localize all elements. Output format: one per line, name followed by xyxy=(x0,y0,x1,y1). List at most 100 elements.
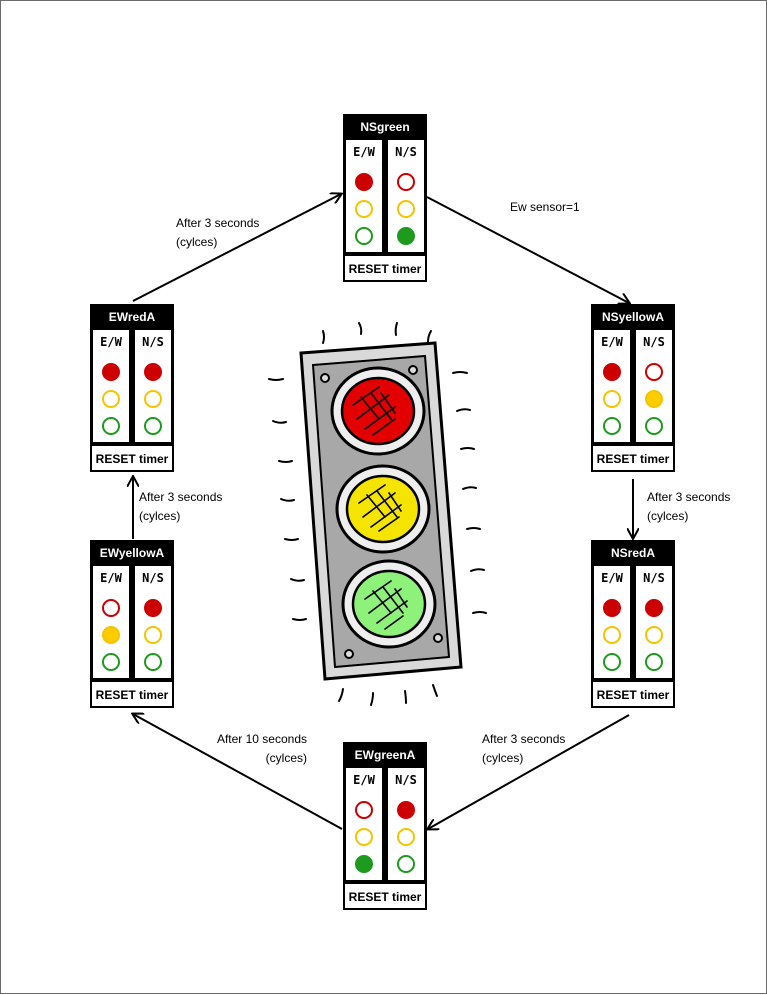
state-ewgreena: EWgreenA E/W N/S RESET timer xyxy=(343,742,427,910)
state-nsreda: NSredA E/W N/S RESET timer xyxy=(591,540,675,708)
ns-lamp-column: N/S xyxy=(388,768,424,880)
green-light xyxy=(645,417,663,435)
red-light xyxy=(102,599,120,617)
transition-condition: After 3 seconds xyxy=(482,732,566,746)
red-light xyxy=(355,173,373,191)
ew-label: E/W xyxy=(601,335,623,349)
ns-lamp-column: N/S xyxy=(135,566,171,678)
arrow-ewreda-to-nsgreen xyxy=(132,194,341,302)
green-light xyxy=(144,653,162,671)
arrow-nsgreen-to-nsyellowa xyxy=(426,196,629,303)
red-light xyxy=(144,363,162,381)
reset-timer-label: RESET timer xyxy=(90,446,174,472)
reset-timer-label: RESET timer xyxy=(90,682,174,708)
green-light xyxy=(603,653,621,671)
ns-label: N/S xyxy=(395,773,417,787)
state-title: EWgreenA xyxy=(354,748,416,762)
label-nsgreen-to-nsyellowa: Ew sensor=1 xyxy=(510,198,580,217)
ns-label: N/S xyxy=(643,335,665,349)
green-light xyxy=(645,653,663,671)
yellow-light xyxy=(144,390,162,408)
yellow-light xyxy=(102,626,120,644)
green-light xyxy=(355,855,373,873)
green-light xyxy=(102,653,120,671)
state-title: NSredA xyxy=(610,546,655,560)
red-light xyxy=(144,599,162,617)
green-light xyxy=(355,227,373,245)
traffic-light-illustration xyxy=(268,322,487,706)
ew-label: E/W xyxy=(100,335,122,349)
red-light xyxy=(397,801,415,819)
ew-label: E/W xyxy=(353,145,375,159)
ew-lamp-column: E/W xyxy=(93,566,129,678)
ns-lamp-column: N/S xyxy=(636,330,672,442)
ew-label: E/W xyxy=(100,571,122,585)
red-light xyxy=(397,173,415,191)
ew-lamp-column: E/W xyxy=(346,140,382,252)
yellow-light xyxy=(645,390,663,408)
ew-label: E/W xyxy=(601,571,623,585)
state-title: EWyellowA xyxy=(99,546,165,560)
transition-condition: After 10 seconds xyxy=(216,732,307,746)
state-title: EWredA xyxy=(108,310,156,324)
yellow-light xyxy=(603,390,621,408)
ns-label: N/S xyxy=(395,145,417,159)
state-nsyellowa: NSyellowA E/W N/S RESET timer xyxy=(591,304,675,472)
yellow-light xyxy=(645,626,663,644)
label-nsyellowa-to-nsreda: After 3 seconds (cylces) xyxy=(647,488,730,526)
red-light xyxy=(645,363,663,381)
arrow-nsreda-to-ewgreena xyxy=(428,714,630,829)
ns-label: N/S xyxy=(142,335,164,349)
ns-lamp-column: N/S xyxy=(135,330,171,442)
reset-timer-label: RESET timer xyxy=(343,256,427,282)
state-ewreda: EWredA E/W N/S RESET timer xyxy=(90,304,174,472)
reset-timer-label: RESET timer xyxy=(591,446,675,472)
label-ewgreena-to-ewyellowa: After 10 seconds (cylces) xyxy=(212,730,307,768)
label-ewreda-to-nsgreen: After 3 seconds (cylces) xyxy=(176,214,259,252)
ew-label: E/W xyxy=(353,773,375,787)
red-light xyxy=(603,363,621,381)
yellow-light xyxy=(397,828,415,846)
arrow-ewgreena-to-ewyellowa xyxy=(133,714,343,830)
red-light xyxy=(645,599,663,617)
state-title: NSyellowA xyxy=(601,310,664,324)
red-light xyxy=(102,363,120,381)
ew-lamp-column: E/W xyxy=(346,768,382,880)
red-light xyxy=(603,599,621,617)
reset-timer-label: RESET timer xyxy=(343,884,427,910)
transition-condition: After 3 seconds xyxy=(139,490,223,504)
transition-note: (cylces) xyxy=(176,235,218,249)
state-ewyellowa: EWyellowA E/W N/S RESET timer xyxy=(90,540,174,708)
transition-condition: After 3 seconds xyxy=(176,216,260,230)
yellow-light xyxy=(144,626,162,644)
green-light xyxy=(397,227,415,245)
transition-note: (cylces) xyxy=(482,751,524,765)
yellow-light xyxy=(355,200,373,218)
yellow-light xyxy=(603,626,621,644)
ew-lamp-column: E/W xyxy=(93,330,129,442)
reset-timer-label: RESET timer xyxy=(591,682,675,708)
red-light xyxy=(355,801,373,819)
label-nsreda-to-ewgreena: After 3 seconds (cylces) xyxy=(482,730,565,768)
state-title: NSgreen xyxy=(360,120,410,134)
ns-lamp-column: N/S xyxy=(388,140,424,252)
green-light xyxy=(603,417,621,435)
state-nsgreen: NSgreen E/W N/S RESET timer xyxy=(343,114,427,282)
yellow-light xyxy=(397,200,415,218)
ns-label: N/S xyxy=(142,571,164,585)
transition-note: (cylces) xyxy=(647,509,689,523)
ew-lamp-column: E/W xyxy=(594,330,630,442)
transition-condition: Ew sensor=1 xyxy=(510,200,580,214)
green-light xyxy=(102,417,120,435)
ns-lamp-column: N/S xyxy=(636,566,672,678)
transition-note: (cylces) xyxy=(265,751,307,765)
ns-label: N/S xyxy=(643,571,665,585)
label-ewyellowa-to-ewreda: After 3 seconds (cylces) xyxy=(139,488,222,526)
ew-lamp-column: E/W xyxy=(594,566,630,678)
yellow-light xyxy=(102,390,120,408)
transition-note: (cylces) xyxy=(139,509,181,523)
green-light xyxy=(397,855,415,873)
green-light xyxy=(144,417,162,435)
yellow-light xyxy=(355,828,373,846)
